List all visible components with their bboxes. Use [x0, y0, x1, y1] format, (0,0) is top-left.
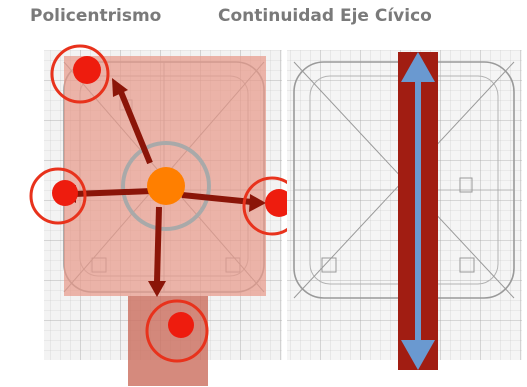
arrow-east — [181, 192, 253, 205]
civic-axis — [398, 52, 438, 370]
south-ring — [145, 299, 209, 363]
arrow-west — [73, 188, 153, 197]
west-node — [52, 180, 78, 206]
arrowhead-east — [249, 194, 266, 212]
west-ring — [29, 167, 87, 225]
core-node — [147, 167, 185, 205]
north-west-node — [73, 56, 101, 84]
north-west-ring — [50, 44, 110, 104]
eje-civico-title: Continuidad Eje Cívico — [218, 6, 432, 26]
arrow-north-west — [118, 90, 153, 165]
axis-arrowhead-up — [401, 52, 435, 82]
east-node — [265, 189, 293, 217]
core-ring — [121, 141, 211, 231]
arrowhead-south — [148, 281, 166, 297]
arrow-south — [154, 206, 162, 283]
arrowhead-north-west — [112, 78, 128, 97]
south-extension-zone — [128, 296, 208, 386]
policentrismo-title: Policentrismo — [30, 6, 162, 26]
south-node — [168, 312, 194, 338]
axis-arrowhead-down — [401, 340, 435, 370]
